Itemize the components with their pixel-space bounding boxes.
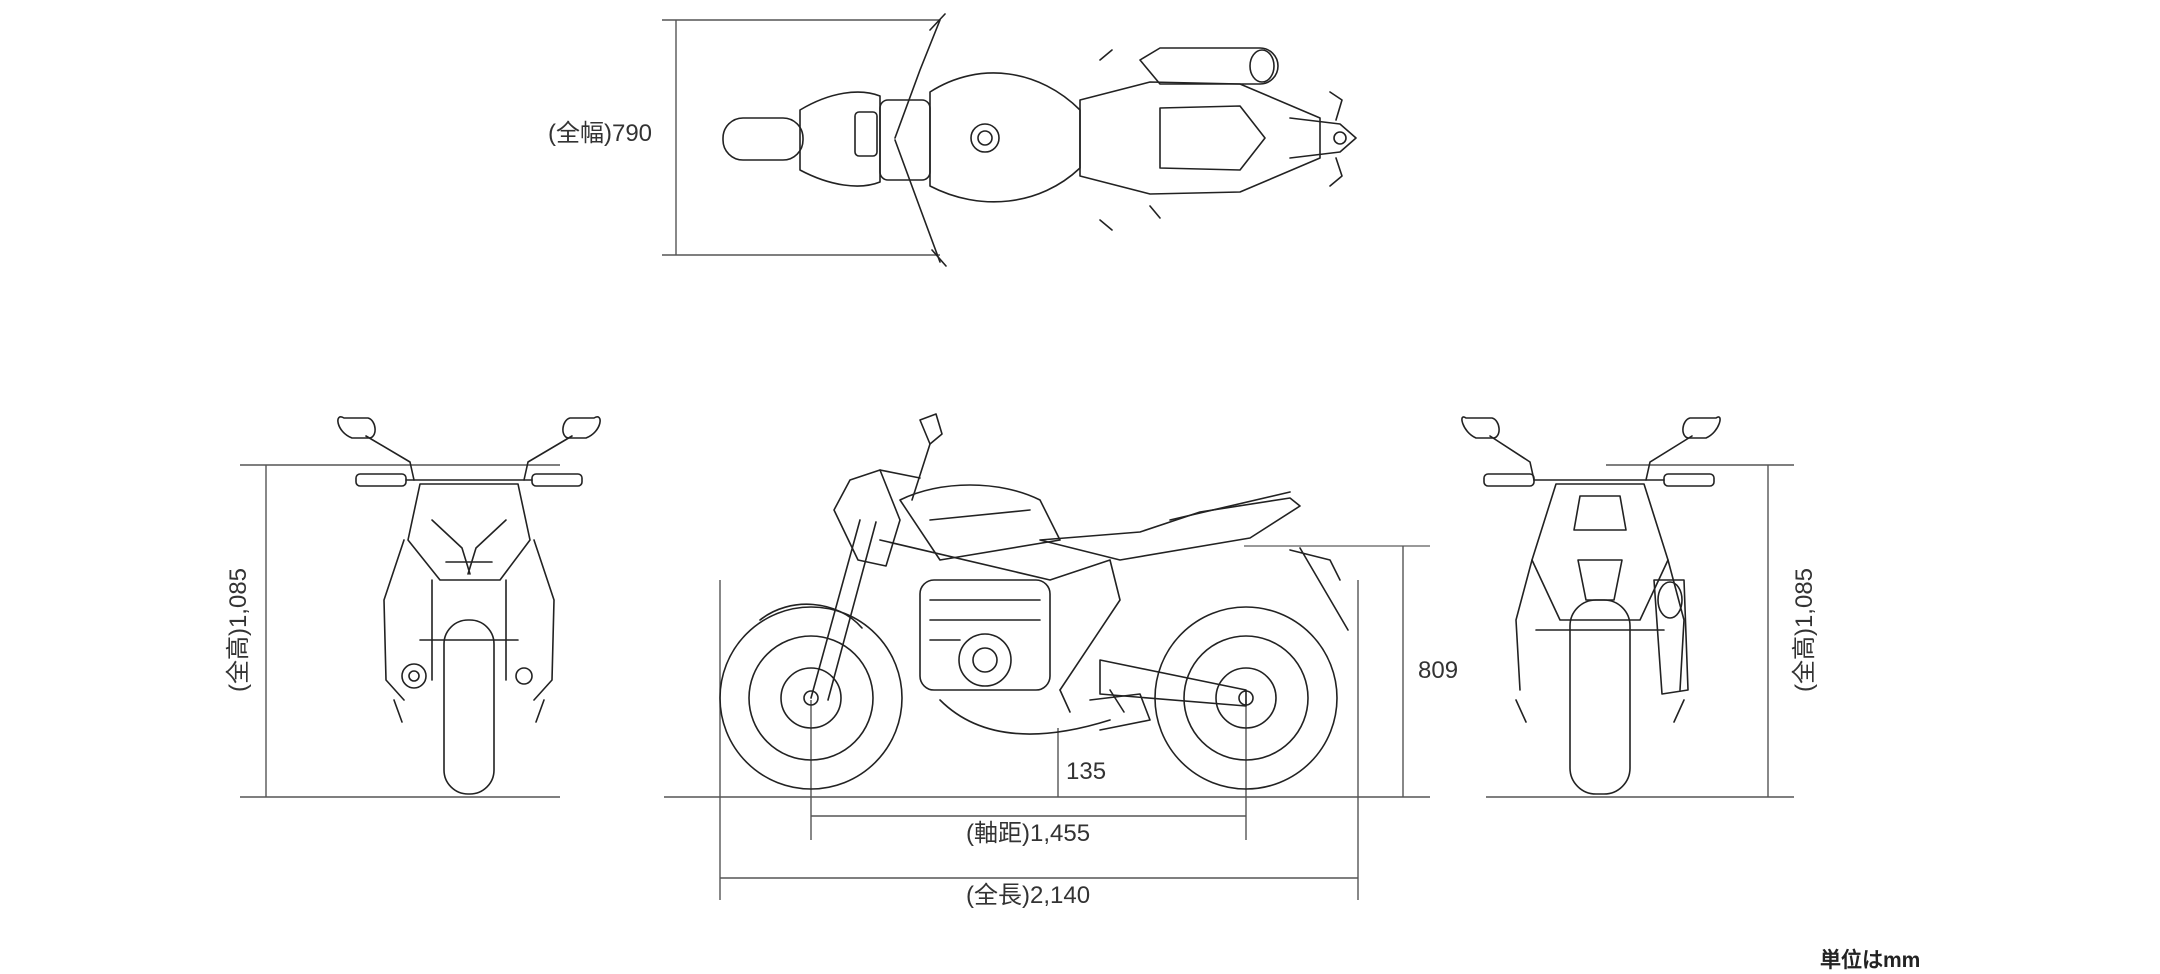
seat-height-label: 809	[1418, 657, 1459, 684]
unit-note: 単位はmm	[1820, 949, 1921, 972]
side-view	[664, 413, 1430, 900]
rear-view	[1461, 416, 1794, 798]
overall-height-rear-label: (全高)1,085	[1791, 567, 1818, 693]
overall-height-front-label: (全高)1,085	[225, 567, 252, 693]
ground-clearance-label: 135	[1066, 758, 1107, 785]
front-view	[240, 416, 601, 798]
overall-width-label: (全幅)790	[548, 120, 653, 147]
top-view	[662, 13, 1357, 267]
overall-length-label: (全長)2,140	[966, 882, 1091, 909]
wheelbase-label: (軸距)1,455	[966, 820, 1091, 847]
